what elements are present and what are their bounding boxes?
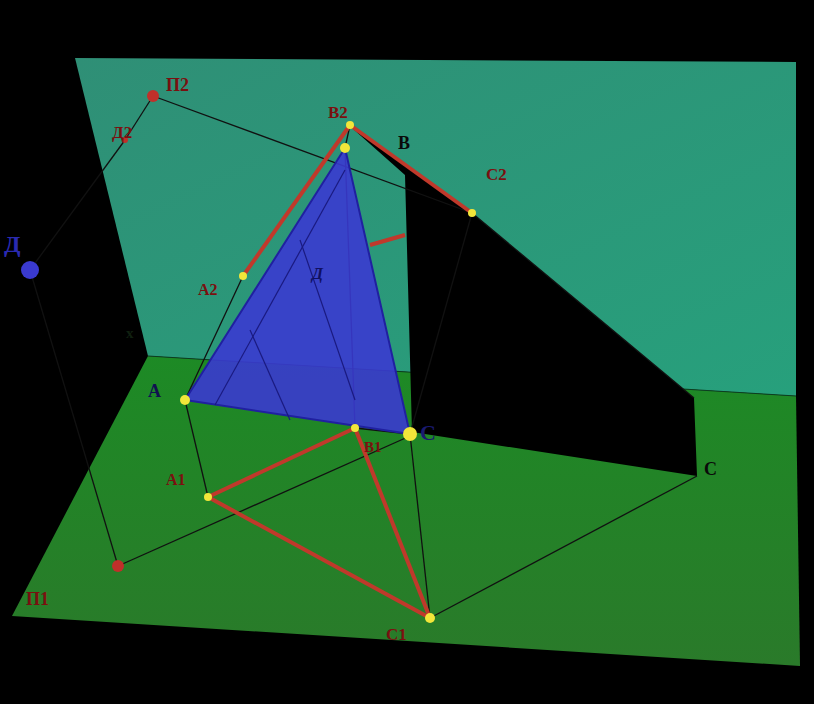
point-label: A (148, 382, 161, 400)
point-label: Д2 (112, 124, 132, 141)
point-marker (147, 90, 159, 102)
point-label: x (126, 326, 134, 341)
point-d (21, 261, 39, 279)
point-label: A1 (166, 472, 186, 488)
point-d1 (112, 560, 124, 572)
triangle-inner-lines (215, 170, 355, 420)
point-label: C1 (386, 626, 407, 643)
point-label: Д (312, 266, 323, 282)
point-label: C2 (486, 166, 507, 183)
triangle-abc (185, 148, 410, 434)
point-label: B1 (364, 440, 382, 455)
point-label: Д (4, 232, 21, 256)
point-label: C (420, 422, 436, 444)
projection-lines (30, 96, 697, 618)
vertex-points (180, 121, 476, 623)
point-label: A2 (198, 282, 218, 298)
point-label: П1 (26, 590, 49, 608)
point-label: C (704, 460, 717, 478)
point-label: B2 (328, 104, 348, 121)
point-label: B (398, 134, 410, 152)
point-label: П2 (166, 76, 189, 94)
